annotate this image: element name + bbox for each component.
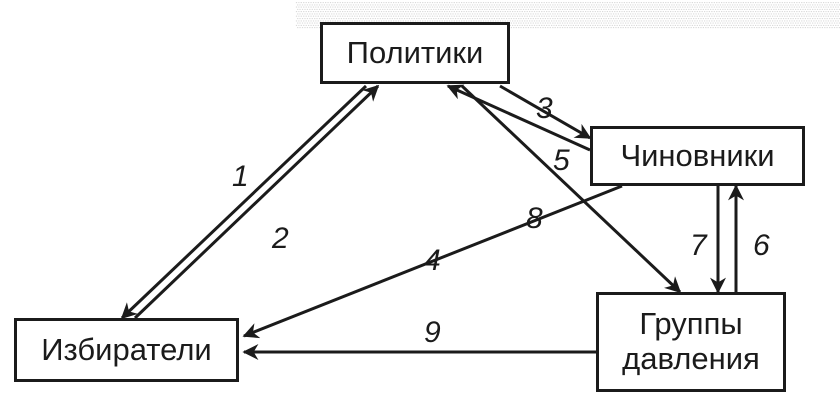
edge-label-9: 9	[424, 316, 441, 349]
edge-label-1: 1	[232, 160, 249, 193]
node-pressure-groups: Группы давления	[596, 292, 786, 392]
edge-label-7: 7	[690, 229, 708, 262]
node-officials: Чиновники	[590, 126, 805, 186]
edge-2-line	[120, 84, 368, 320]
edge-4-line	[242, 184, 623, 339]
node-pressure-groups-label: Группы давления	[622, 306, 760, 376]
edge-label-5: 5	[553, 144, 570, 177]
edge-1-line	[133, 84, 380, 320]
node-voters-label: Избиратели	[41, 331, 212, 367]
edge-3-line	[499, 84, 592, 140]
edge-label-4: 4	[424, 244, 441, 277]
edge-label-8: 8	[526, 202, 543, 235]
node-politics: Политики	[320, 22, 510, 84]
node-voters: Избиратели	[14, 318, 239, 382]
edge-8-line	[460, 84, 682, 294]
node-officials-label: Чиновники	[620, 137, 775, 173]
edge-label-2: 2	[271, 222, 289, 255]
edge-label-3: 3	[536, 92, 553, 125]
node-politics-label: Политики	[346, 34, 484, 70]
edge-label-6: 6	[753, 229, 770, 262]
